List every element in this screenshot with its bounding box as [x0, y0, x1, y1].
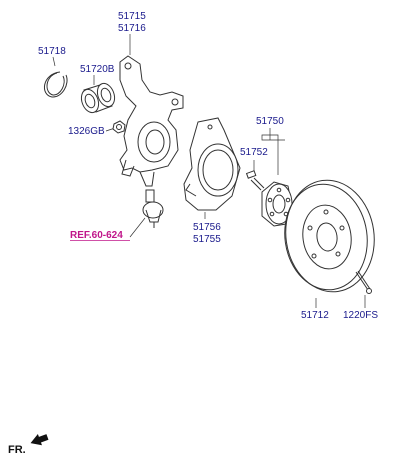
label-1326gb[interactable]: 1326GB [68, 126, 105, 137]
label-1220fs[interactable]: 1220FS [343, 310, 378, 321]
label-ref-60-624[interactable]: REF.60-624 [70, 230, 123, 241]
label-51750[interactable]: 51750 [256, 116, 284, 127]
snap-ring-part[interactable] [44, 71, 68, 98]
brake-disc-part[interactable] [278, 174, 381, 297]
steering-knuckle-part[interactable] [119, 55, 184, 187]
leader-lines [52, 34, 366, 308]
wheel-hub-part[interactable] [261, 181, 293, 227]
disc-screw-part[interactable] [355, 270, 372, 294]
hub-bolt-part[interactable] [245, 170, 265, 191]
ball-joint-part[interactable] [142, 189, 164, 228]
label-51716[interactable]: 51716 [118, 23, 146, 34]
label-51715[interactable]: 51715 [118, 11, 146, 22]
label-51712[interactable]: 51712 [301, 310, 329, 321]
wheel-bearing-part[interactable] [78, 81, 117, 115]
front-direction-label: FR. [8, 444, 26, 456]
label-51755[interactable]: 51755 [193, 234, 221, 245]
nut-1326gb-part[interactable] [112, 120, 126, 134]
label-51752[interactable]: 51752 [240, 147, 268, 158]
dust-cover-part[interactable] [183, 117, 241, 211]
label-51718[interactable]: 51718 [38, 46, 66, 57]
label-51756[interactable]: 51756 [193, 222, 221, 233]
label-51720b[interactable]: 51720B [80, 64, 115, 75]
arrow-icon [30, 434, 49, 446]
